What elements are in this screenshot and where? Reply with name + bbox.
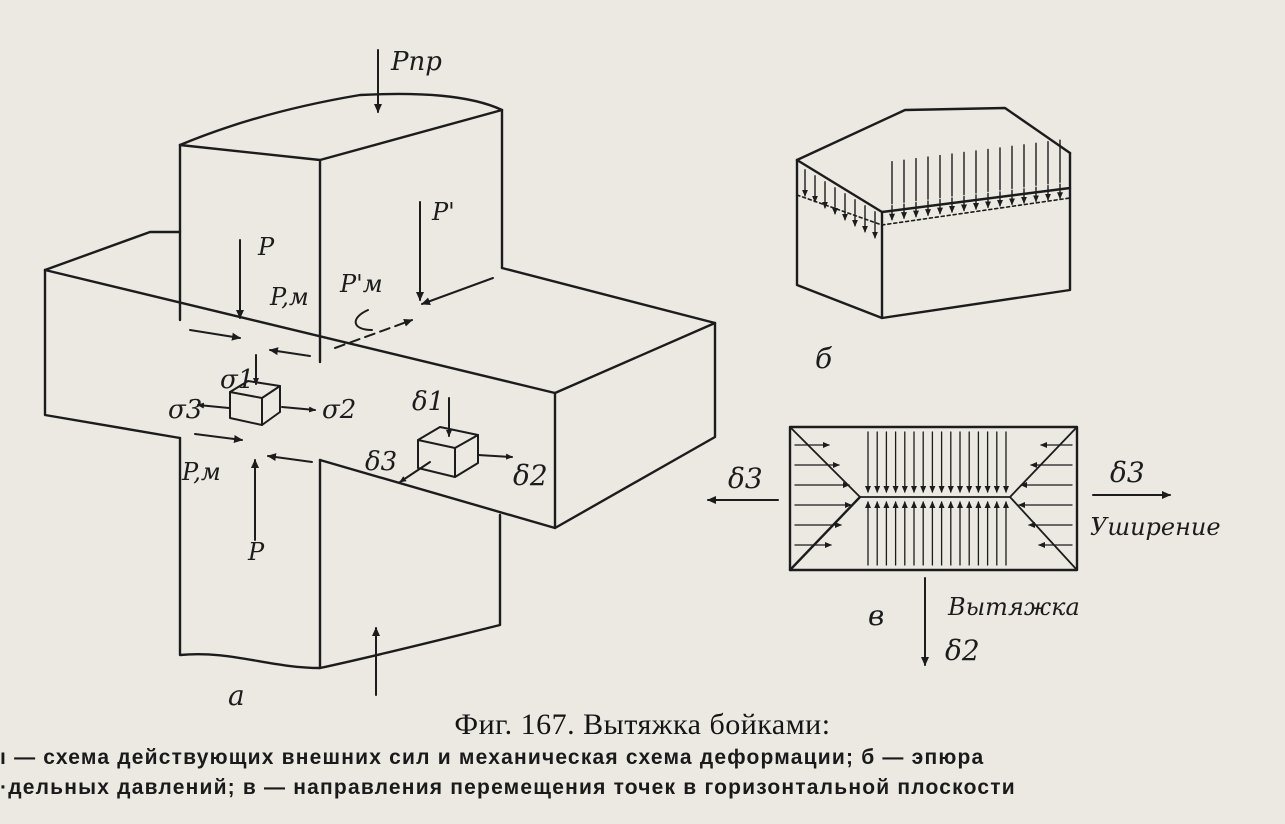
label-pm-prime: P'м bbox=[339, 270, 383, 298]
label-sigma2: σ2 bbox=[322, 395, 356, 425]
figure-caption-line-1: ı — схема действующих внешних сил и меха… bbox=[0, 746, 985, 769]
label-view-b: б bbox=[815, 342, 833, 375]
plan-displacement-arrows bbox=[794, 431, 1073, 566]
labels: Pпр P' P P,м P'м σ1 σ3 σ2 δ1 δ3 δ2 P,м P… bbox=[168, 47, 1221, 712]
label-sigma3: σ3 bbox=[168, 395, 202, 425]
epure-pressure-arrows bbox=[802, 139, 1063, 239]
label-p-bottom: P bbox=[247, 538, 265, 566]
label-drawing: Вытяжка bbox=[947, 593, 1080, 621]
label-view-v: в bbox=[868, 599, 884, 632]
displacement-plan bbox=[788, 425, 1079, 572]
label-widening: Уширение bbox=[1090, 513, 1221, 541]
label-view-a: а bbox=[228, 679, 245, 712]
element-cube-left bbox=[229, 380, 281, 426]
label-p-press: Pпр bbox=[390, 47, 442, 77]
label-p-top: P bbox=[257, 233, 275, 261]
label-delta3-left: δ3 bbox=[728, 462, 763, 495]
lower-die bbox=[178, 436, 502, 670]
label-delta2: δ2 bbox=[513, 459, 548, 492]
workpiece-bar bbox=[43, 230, 717, 530]
figure-title: Фиг. 167. Вытяжка бойками: bbox=[454, 708, 831, 741]
label-pm-bottom: P,м bbox=[181, 458, 221, 486]
label-delta2-bottom: δ2 bbox=[945, 634, 980, 667]
figure-caption-line-2: ·дельных давлений; в — направления перем… bbox=[0, 776, 1016, 799]
upper-die bbox=[178, 92, 504, 364]
label-pm-top: P,м bbox=[269, 283, 309, 311]
pressure-epure bbox=[795, 106, 1072, 320]
label-delta3: δ3 bbox=[365, 447, 397, 477]
force-arrows-v bbox=[707, 491, 1171, 666]
force-arrows-a bbox=[189, 49, 513, 696]
element-cube-right bbox=[417, 426, 479, 478]
label-p-prime: P' bbox=[431, 198, 455, 226]
label-sigma1: σ1 bbox=[220, 365, 254, 395]
label-delta1: δ1 bbox=[412, 387, 444, 417]
label-delta3-right: δ3 bbox=[1110, 456, 1145, 489]
